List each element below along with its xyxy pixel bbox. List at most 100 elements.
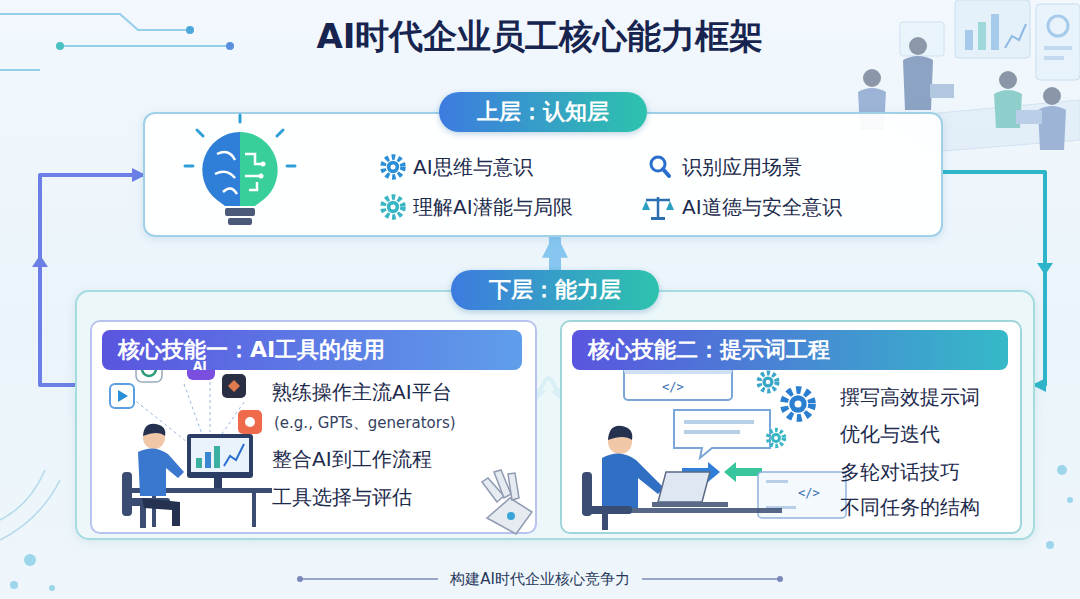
decor-circle <box>759 373 777 391</box>
decor-rect <box>684 420 754 424</box>
arrow-chevron <box>1037 263 1053 275</box>
decor-rect <box>122 472 132 516</box>
decor-circle <box>1057 465 1067 475</box>
decor-rect <box>1044 56 1064 60</box>
decor-rect <box>238 410 262 434</box>
decor-path <box>0 14 190 30</box>
decor-path <box>724 462 762 482</box>
decor-circle <box>383 197 403 217</box>
decor-circle <box>383 157 403 177</box>
decor-rect <box>930 84 954 98</box>
decor-rect <box>1036 4 1080 80</box>
decor-circle <box>777 576 783 582</box>
decor-rect <box>196 458 202 468</box>
item-note: (e.g., GPTs、generators) <box>274 410 456 436</box>
decor-circle <box>795 401 802 408</box>
decor-circle <box>226 42 234 50</box>
decor-circle <box>49 585 55 591</box>
decor-line <box>663 169 669 176</box>
decor-circle <box>10 581 18 589</box>
item-text: 撰写高效提示词 <box>840 384 980 410</box>
decor-circle <box>186 26 194 34</box>
decor-circle <box>387 161 399 173</box>
decor-g <box>582 366 846 530</box>
item-text: 熟练操作主流AI平台 <box>272 379 452 405</box>
decor-rect <box>955 0 1030 58</box>
decor-path <box>240 132 278 206</box>
decor-path <box>674 410 770 458</box>
decor-circle <box>391 205 396 210</box>
decor-g <box>0 14 230 70</box>
decor-path <box>138 448 184 496</box>
decor-circle <box>507 512 515 520</box>
decor-circle <box>863 69 881 87</box>
decor-circle <box>789 395 806 412</box>
decor-rect <box>187 434 253 478</box>
decor-rect <box>900 22 944 56</box>
decor-circle <box>261 162 266 167</box>
item-text: AI思维与意识 <box>413 154 533 180</box>
decor-line <box>197 130 203 136</box>
layer-heading: 上层：认知层 <box>439 92 647 132</box>
diagram-caption: 构建AI时代企业核心竞争力 <box>0 568 1080 590</box>
skill-box: 核心技能一：AI工具的使用熟练操作主流AI平台(e.g., GPTs、gener… <box>90 320 537 534</box>
skill-box: 核心技能二：提示词工程撰写高效提示词优化与迭代多轮对话技巧不同任务的结构</><… <box>560 320 1022 534</box>
decor-circle <box>784 390 812 418</box>
item-text: AI道德与安全意识 <box>682 194 842 220</box>
decor-path <box>1038 106 1066 150</box>
decor-circle <box>762 376 773 387</box>
decor-path <box>0 470 45 520</box>
decor-circle <box>391 165 396 170</box>
decor-circle <box>297 576 303 582</box>
decor-line <box>239 115 242 122</box>
decor-rect <box>582 508 782 513</box>
decor-circle <box>245 417 255 427</box>
decor-rect <box>225 208 255 216</box>
decor-rect <box>1016 110 1042 124</box>
decor-rect <box>205 452 211 468</box>
decor-path <box>0 480 60 540</box>
decor-rect <box>978 22 986 50</box>
decor-circle <box>999 71 1017 89</box>
decor-line <box>300 578 438 580</box>
decor-path <box>215 152 237 194</box>
decor-circle <box>774 436 778 440</box>
decor-path <box>0 69 40 71</box>
decor-circle <box>259 174 264 179</box>
decor-g <box>185 115 295 166</box>
item-text: 不同任务的结构 <box>840 494 980 520</box>
decor-circle <box>766 380 771 385</box>
layer-panel: 上层：认知层AI思维与意识识别应用场景理解AI潜能与局限AI道德与安全意识 <box>143 112 943 237</box>
decor-line <box>642 578 780 580</box>
decor-rect <box>602 514 608 530</box>
item-text: 工具选择与评估 <box>272 484 412 510</box>
item-text: 优化与迭代 <box>840 421 940 447</box>
decor-rect <box>651 217 665 220</box>
item-text: 理解AI潜能与局限 <box>413 194 573 220</box>
decor-path <box>228 380 240 392</box>
diagram-title: AI时代企业员工核心能力框架 <box>0 14 1080 58</box>
decor-path <box>642 201 674 210</box>
layer-panel: 下层：能力层核心技能一：AI工具的使用熟练操作主流AI平台(e.g., GPTs… <box>75 290 1035 540</box>
decor-rect <box>222 374 246 398</box>
decor-rect <box>1044 46 1072 50</box>
decor-rect <box>214 478 222 488</box>
decor-circle <box>909 37 927 55</box>
decor-line <box>646 199 670 202</box>
decor-line <box>287 165 295 168</box>
code-symbol: </> <box>798 486 820 500</box>
decor-path <box>202 132 240 206</box>
decor-line <box>185 165 193 168</box>
icon-text: AI <box>193 359 207 373</box>
decor-g <box>482 470 532 534</box>
decor-circle <box>768 430 784 446</box>
decor-line <box>277 130 283 136</box>
decor-rect <box>766 480 788 483</box>
decor-rect <box>110 384 134 408</box>
decor-circle <box>771 433 781 443</box>
decor-path <box>508 473 519 500</box>
decor-polyline <box>1005 24 1026 48</box>
decor-path <box>142 498 180 526</box>
decor-rect <box>140 506 146 528</box>
